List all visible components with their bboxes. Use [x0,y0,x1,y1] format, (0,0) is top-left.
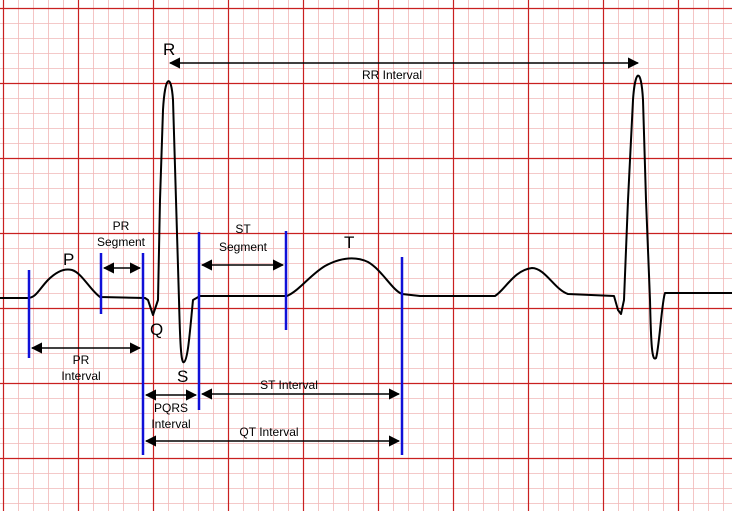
pqrs-interval-label-line1: PQRS [154,401,188,415]
interval-labels: RR Interval PR Segment ST Segment PR Int… [61,68,422,439]
t-wave-label: T [344,233,354,252]
st-interval-label: ST Interval [260,378,318,392]
pr-segment-label-line2: Segment [97,235,146,249]
interval-arrows [30,57,640,447]
p-wave-label: P [63,250,74,269]
pqrs-interval-label-line2: Interval [151,417,190,431]
interval-markers [27,231,404,455]
pr-interval-label-line2: Interval [61,369,100,383]
st-segment-label-line1: ST [235,222,251,236]
wave-labels: P Q R S T [63,40,354,386]
q-wave-label: Q [150,320,163,339]
pr-interval-label-line1: PR [73,353,90,367]
st-segment-label-line2: Segment [219,240,268,254]
s-wave-label: S [177,367,188,386]
pr-segment-label-line1: PR [113,219,130,233]
r-wave-label: R [163,40,175,59]
ecg-trace [0,74,732,364]
qt-interval-label: QT Interval [239,425,298,439]
rr-interval-label: RR Interval [362,68,422,82]
